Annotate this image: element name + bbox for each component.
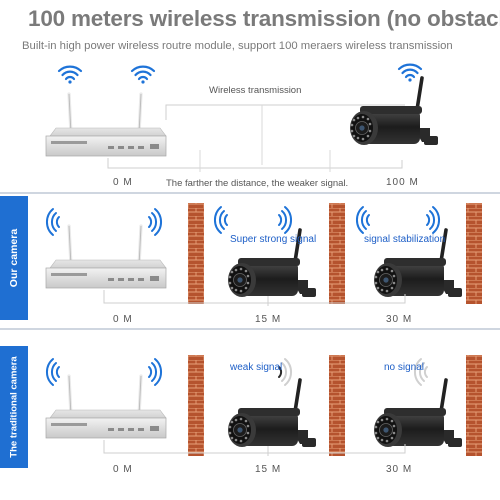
brick-wall (466, 355, 482, 456)
side-label-traditional-camera: The traditional camera (0, 346, 28, 468)
camera-icon (348, 76, 440, 147)
signal-label-15m: Super strong signal (230, 234, 317, 245)
wifi-right-icon (148, 208, 163, 236)
wifi-icon (130, 65, 156, 85)
nvr-recorder-icon (44, 92, 168, 158)
section-divider (0, 192, 500, 194)
distance-mark: 0 M (113, 464, 133, 475)
wifi-right-icon (278, 206, 293, 234)
traditional-camera-panel (44, 355, 482, 456)
wifi-left-icon (45, 208, 60, 236)
our-camera-panel (44, 203, 482, 306)
wifi-left-icon (45, 358, 60, 386)
wifi-right-icon (148, 358, 163, 386)
page-subtitle: Built-in high power wireless routre modu… (22, 40, 453, 52)
camera-icon (372, 378, 464, 449)
page-title: 100 meters wireless transmission (no obs… (28, 6, 500, 31)
signal-label-30m: no signal (384, 362, 425, 373)
distance-mark: 0 M (113, 314, 133, 325)
section-divider (0, 328, 500, 330)
nvr-recorder-icon (44, 374, 168, 440)
side-label-text: The traditional camera (8, 356, 20, 458)
distance-mark: 30 M (386, 314, 413, 325)
nvr-recorder-icon (44, 224, 168, 290)
brick-wall (329, 203, 345, 304)
distance-mark: 15 M (255, 314, 282, 325)
brick-wall (329, 355, 345, 456)
brick-wall (188, 203, 204, 304)
distance-mark-start: 0 M (113, 177, 133, 188)
distance-scale (107, 158, 403, 169)
side-label-text: Our camera (8, 228, 20, 288)
distance-scale (103, 440, 406, 454)
top-panel (44, 63, 440, 172)
wifi-icon (397, 63, 423, 83)
brick-wall (188, 355, 204, 456)
signal-label-30m: signal stabilization (364, 234, 446, 245)
signal-label-15m: weak signal (230, 362, 283, 373)
distance-mark-end: 100 M (386, 177, 419, 188)
wifi-right-icon (426, 206, 441, 234)
wifi-left-icon (213, 206, 228, 234)
distance-scale (103, 290, 406, 304)
wifi-icon (57, 65, 83, 85)
distance-mark: 15 M (255, 464, 282, 475)
wireless-transmission-label: Wireless transmission (209, 85, 302, 96)
camera-icon (226, 378, 318, 449)
distance-mark: 30 M (386, 464, 413, 475)
brick-wall (466, 203, 482, 304)
wifi-left-icon (355, 206, 370, 234)
distance-note: The farther the distance, the weaker sig… (166, 178, 349, 189)
side-label-our-camera: Our camera (0, 196, 28, 320)
